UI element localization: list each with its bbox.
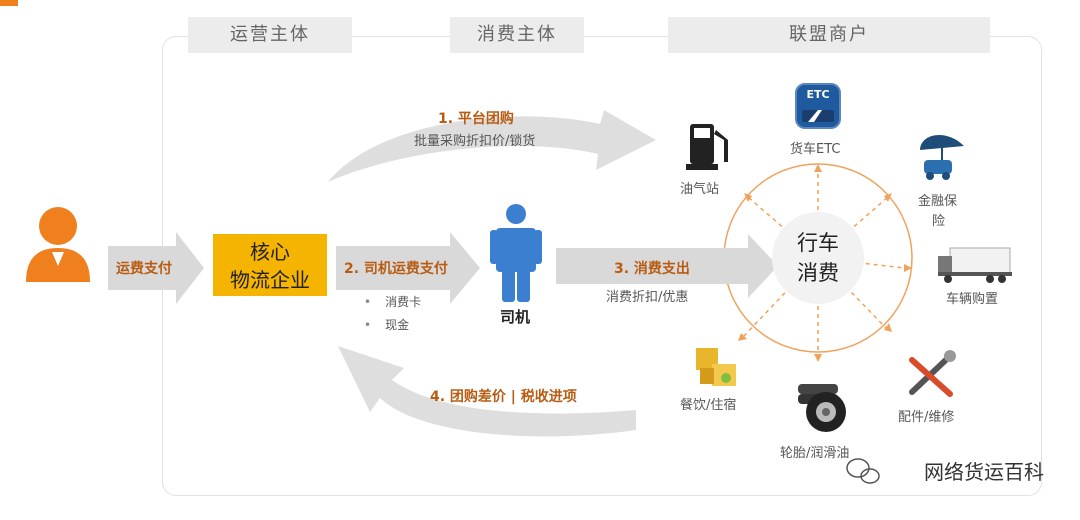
driver-label: 司机 — [500, 308, 531, 326]
wechat-icon — [846, 458, 880, 484]
merchant-tire: 轮胎/润滑油 — [780, 446, 850, 461]
bullet-cash: 现金 — [364, 316, 409, 333]
label-flow-1-sub: 批量采购折扣价/锁货 — [414, 134, 536, 149]
gas-station-icon — [686, 124, 728, 170]
label-flow-4: 4. 团购差价 | 税收进项 — [430, 389, 577, 405]
arrow-consumption — [556, 234, 778, 298]
etc-icon-text: ETC — [806, 88, 830, 101]
repair-tools-icon — [909, 350, 956, 397]
label-flow-1: 1. 平台团购 — [438, 111, 514, 127]
food-lodging-icon — [696, 348, 736, 386]
truck-icon — [938, 247, 1012, 283]
shipper-person-icon — [26, 207, 90, 282]
tire-icon — [798, 384, 846, 432]
label-flow-3-sub: 消费折扣/优惠 — [606, 290, 689, 305]
driver-icon — [490, 204, 542, 302]
label-freight-payment: 运费支付 — [116, 261, 172, 277]
core-logistics-company: 核心 物流企业 — [213, 234, 327, 296]
corner-accent — [0, 0, 18, 6]
merchant-finance-line1: 金融保 — [918, 194, 958, 209]
merchant-truck-purchase: 车辆购置 — [946, 292, 999, 307]
header-operator: 运营主体 — [188, 17, 352, 53]
merchant-gas-station: 油气站 — [680, 182, 720, 197]
header-consumer: 消费主体 — [450, 17, 584, 53]
arrow-driver-payment — [336, 232, 480, 304]
merchant-repair: 配件/维修 — [898, 410, 955, 425]
center-line2: 消费 — [797, 261, 839, 285]
header-alliance: 联盟商户 — [668, 17, 990, 53]
core-line1: 核心 — [250, 240, 290, 264]
curved-arrow-refund — [338, 346, 636, 437]
label-flow-2: 2. 司机运费支付 — [344, 261, 448, 277]
etc-icon — [795, 83, 841, 129]
center-line1: 行车 — [797, 231, 839, 255]
finance-insurance-icon — [920, 134, 964, 180]
bullet-consumer-card: 消费卡 — [364, 293, 421, 310]
curved-arrow-group-buy — [328, 110, 656, 182]
driving-consumption-center: 行车 消费 — [772, 212, 864, 304]
arrow-freight-payment — [108, 232, 204, 304]
watermark-text: 网络货运百科 — [924, 460, 1044, 484]
merchant-finance-line2: 险 — [932, 214, 946, 229]
merchant-food-lodging: 餐饮/住宿 — [680, 398, 737, 413]
label-flow-3: 3. 消费支出 — [614, 261, 690, 277]
merchant-etc: 货车ETC — [790, 142, 841, 157]
core-line2: 物流企业 — [230, 268, 310, 292]
